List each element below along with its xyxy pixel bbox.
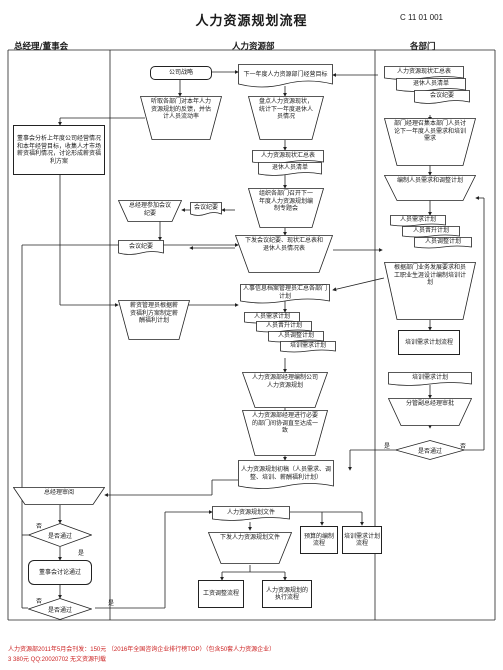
dept-summary-doc: 人力资源现状汇总表 [384,66,464,80]
dept-minutes-doc: 会议纪要 [414,90,470,104]
footer-line-1: 人力资源部2011年5月会刊发：150元 （2016年全国咨询企业排行榜TOP）… [8,647,276,653]
page-title: 人力资源规划流程 [195,14,308,29]
summarize-status-step: 盘点人力资源现状，统计下一年度退休人员情况 [248,96,324,140]
meeting-minutes-doc-2: 会议纪要 [118,240,164,256]
yes-label-1: 是 [78,550,85,557]
dept-compile-step: 编制人员需求和调整计划 [384,175,476,201]
no-label-3: 否 [460,443,467,450]
work-adjust-process: 工资调整流程 [198,580,244,608]
sum-adjust-doc: 人员调整计划 [268,331,324,343]
gm-attend-step: 总经理参加会议纪要 [118,200,182,222]
training-process-node: 培训需求计划流程 [342,526,382,554]
info-archive-doc: 人事信息档案管理员汇总各部门计划 [240,284,330,304]
gm-review-step: 总经理审阅 [13,487,105,505]
sum-training-doc: 培训需求计划 [280,341,336,353]
yes-label-3: 是 [384,443,391,450]
meeting-minutes-doc: 会议纪要 [190,202,222,217]
issue-docs-step: 下发会议纪要、现状汇总表和退休人员情况表 [235,235,333,273]
hr-plan-draft-doc: 人力资源规划初稿（人员需求、调整、培训、薪酬福利计划） [238,460,334,490]
adjust-plan-doc: 人员调整计划 [414,237,472,249]
organize-meeting-step: 组织各部门召开下一年度人力资源规划编制专题会 [248,188,324,228]
retire-list-doc: 退休人员清单 [258,162,322,176]
budget-process: 预算的编制流程 [300,526,338,554]
sum-promo-doc: 人员晋升计划 [256,321,312,333]
hr-coord-step: 人力资源部经理进行必要的部门间协调直至达成一致 [242,410,328,456]
footer-line-2: 3 380元 QQ:20020702 无文资源刊载 [8,657,107,663]
training-flow-node: 培训需求计划流程 [398,330,460,355]
doc-code: C 11 01 001 [400,13,443,22]
dept-retire-doc: 退休人员清单 [396,78,466,92]
board-discuss-step: 董事会讨论通过 [28,560,92,585]
pass-decision-3: 是否通过 [395,440,465,460]
no-label-2: 否 [36,598,43,605]
dept-meeting-step: 部门经理召集本部门人员讨论下一年度人员需求和培训需求 [384,118,476,166]
hc-plan-doc: 人员需求计划 [390,215,446,227]
column-header-gm: 总经理/董事会 [14,42,69,52]
pass-decision-2: 是否通过 [28,598,92,620]
exec-process: 人力资源规划的执行流程 [262,580,312,608]
hr-plan-file-doc: 人力资源规划文件 [212,506,290,522]
promo-plan-doc: 人员晋升计划 [402,226,460,238]
yes-label-2: 是 [108,600,115,607]
board-analysis-step: 董事会分析上年度公司经营情况和本年经营目标，收集人才市场薪资福利情况，讨论形成薪… [13,125,105,175]
vp-approve-step: 分管副总经理审批 [388,398,472,426]
no-label-1: 否 [36,523,43,530]
hr-draft-step: 人力资源部经理编制公司人力资源规划 [242,372,328,408]
training-doc: 培训需求计划 [388,372,472,386]
dept-feedback-step: 听取各部门对本年人力资源规划的反馈，并估计人员流动率 [140,96,222,140]
column-header-dept: 各部门 [410,42,436,52]
pass-decision-1: 是否通过 [28,523,92,547]
company-strategy-node: 公司战略 [150,66,212,80]
issue-plan-step: 下发人力资源规划文件 [208,532,292,564]
set-training-step: 根据部门业务发展要求和员工职业生涯设计编制培训计划 [384,262,476,320]
column-header-hr: 人力资源部 [232,42,275,52]
comp-plan-step: 薪资管理员根据薪资福利方案制定薪酬福利计划 [118,300,190,340]
next-year-goal-doc: 下一年度人力资源部门经营目标 [238,64,333,88]
